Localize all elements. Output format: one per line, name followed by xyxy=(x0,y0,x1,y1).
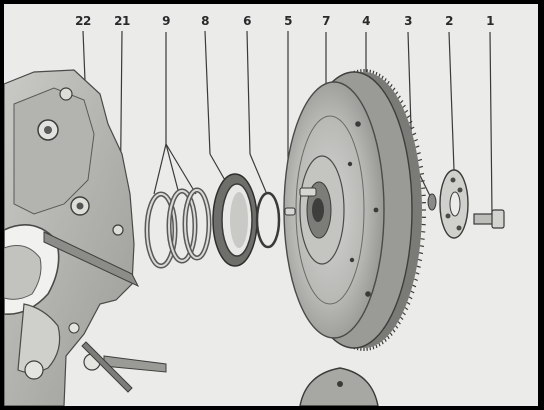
gland-nut-washer-illustration xyxy=(427,169,469,239)
ring-gear-tooth xyxy=(415,272,420,275)
ring-gear-tooth xyxy=(400,316,404,321)
ring-gear-tooth xyxy=(372,346,375,350)
leader-9c xyxy=(165,143,197,195)
callout-1: 1 xyxy=(486,14,494,28)
callout-7: 7 xyxy=(322,14,330,28)
callout-3: 3 xyxy=(404,14,412,28)
ring-gear-tooth xyxy=(387,80,390,85)
main-seal-illustration xyxy=(212,173,258,267)
ring-gear-tooth xyxy=(378,343,381,347)
ring-gear-tooth xyxy=(404,307,409,311)
callout-4: 4 xyxy=(362,14,370,28)
callout-5: 5 xyxy=(284,14,292,28)
ring-gear-tooth xyxy=(375,344,378,349)
callout-22: 22 xyxy=(75,14,91,28)
ring-gear-tooth xyxy=(419,252,424,255)
ring-gear-tooth xyxy=(412,132,417,136)
callout-8: 8 xyxy=(201,14,209,28)
dowel-pin-5 xyxy=(284,207,296,216)
ring-gear-tooth xyxy=(416,152,421,155)
leader-9a xyxy=(153,143,167,195)
crankcase-illustration xyxy=(4,69,167,406)
leader-1 xyxy=(489,31,493,215)
ring-gear-tooth xyxy=(400,99,404,104)
part-3-pin xyxy=(427,193,437,211)
ring-gear-tooth xyxy=(397,95,401,99)
callout-2: 2 xyxy=(445,14,453,28)
ring-gear-tooth xyxy=(419,245,425,248)
ring-gear-tooth xyxy=(387,335,390,340)
ring-gear-tooth xyxy=(419,172,425,175)
ring-gear-tooth xyxy=(392,87,396,91)
ring-gear-tooth xyxy=(395,91,399,95)
ring-gear-tooth xyxy=(397,321,401,325)
ring-gear-tooth xyxy=(389,84,393,88)
leader-9b xyxy=(165,143,180,195)
ring-gear-tooth xyxy=(402,312,406,316)
ring-gear-tooth xyxy=(415,145,420,148)
ring-gear-tooth xyxy=(412,284,417,288)
flywheel-illustration xyxy=(283,69,426,351)
ring-gear-tooth xyxy=(413,278,418,282)
ring-gear-tooth xyxy=(389,332,393,336)
diagram-drawing xyxy=(4,30,505,406)
ring-gear-tooth xyxy=(392,329,396,333)
ring-gear-tooth xyxy=(420,180,425,182)
ring-gear-tooth xyxy=(384,338,387,342)
leader-8-upper xyxy=(204,30,211,155)
ring-gear-tooth xyxy=(378,73,381,77)
ring-gear-tooth xyxy=(410,290,415,294)
ring-gear-tooth xyxy=(419,165,424,168)
ring-gear-tooth xyxy=(384,78,387,82)
exploded-view-diagram: 22 21 9 8 6 5 7 4 3 2 1 xyxy=(4,4,538,406)
ring-gear-tooth xyxy=(413,138,418,142)
leader-6-upper xyxy=(246,30,251,155)
ring-gear-tooth xyxy=(395,325,399,329)
ring-gear-tooth xyxy=(402,104,406,108)
ring-gear-tooth xyxy=(381,75,384,79)
callout-9: 9 xyxy=(162,14,170,28)
leader-6-lower xyxy=(249,153,267,193)
ring-gear-tooth xyxy=(408,296,413,300)
ring-gear-tooth xyxy=(406,115,411,119)
ring-gear-tooth xyxy=(417,158,423,162)
gland-nut-illustration xyxy=(473,209,505,229)
ring-gear-tooth xyxy=(372,70,375,74)
shims-illustration xyxy=(144,187,212,269)
ring-gear-tooth xyxy=(406,301,411,305)
leader-8-lower xyxy=(209,153,227,183)
callout-21: 21 xyxy=(114,14,130,28)
ring-gear-tooth xyxy=(410,126,415,130)
ring-gear-tooth xyxy=(404,109,409,113)
dowel-pin-7 xyxy=(299,187,317,197)
ring-gear-tooth xyxy=(375,71,378,76)
ring-gear-tooth xyxy=(420,238,425,240)
clutch-cover-illustration xyxy=(299,367,379,406)
ring-gear-tooth xyxy=(381,341,384,345)
ring-gear-tooth xyxy=(408,120,413,124)
ring-gear-tooth xyxy=(416,265,421,268)
leader-2 xyxy=(448,31,455,171)
ring-gear-tooth xyxy=(417,258,423,262)
callout-6: 6 xyxy=(243,14,251,28)
o-ring-illustration xyxy=(255,191,281,249)
